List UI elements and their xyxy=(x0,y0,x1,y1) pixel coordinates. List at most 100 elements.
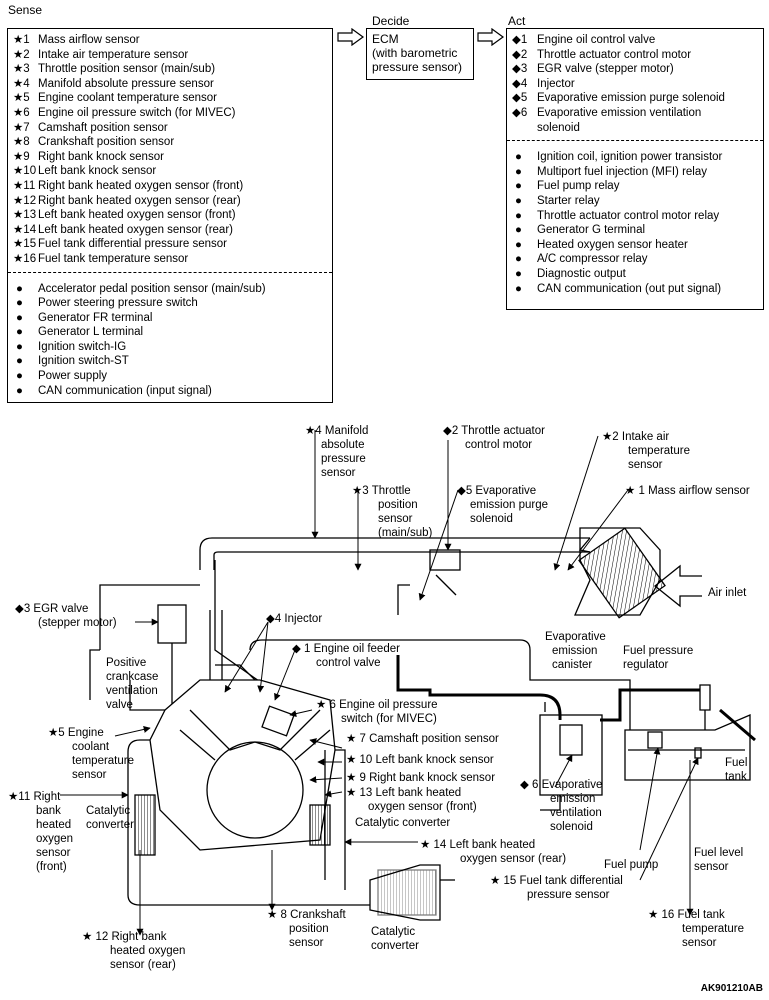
item-text: Right bank heated oxygen sensor (front) xyxy=(38,179,244,192)
item-text: Engine oil pressure switch (for MIVEC) xyxy=(38,106,236,119)
item-text: Accelerator pedal position sensor (main/… xyxy=(38,282,266,295)
item-marker: ● xyxy=(515,224,522,237)
label-fuel-pump: Fuel pump xyxy=(604,859,658,871)
item-marker: ● xyxy=(515,194,522,207)
act-output-list: ● Ignition coil, ignition power transisto… xyxy=(507,150,763,296)
list-item: ●Accelerator pedal position sensor (main… xyxy=(8,282,332,297)
list-item: ●Generator FR terminal xyxy=(8,311,332,326)
item-text: Fuel tank temperature sensor xyxy=(38,252,189,265)
list-item: ★5 Engine coolant temperature sensor xyxy=(8,91,332,106)
list-item: ● Multiport fuel injection (MFI) relay xyxy=(507,165,763,180)
sense-divider xyxy=(8,271,332,273)
decide-to-act-arrow xyxy=(477,28,505,46)
list-item: ★6 Engine oil pressure switch (for MIVEC) xyxy=(8,106,332,121)
sense-header: Sense xyxy=(8,3,43,17)
item-text: Power steering pressure switch xyxy=(38,297,198,310)
label-left-knock: ★ 10 Left bank knock sensor xyxy=(346,754,494,766)
item-marker: ★10 xyxy=(13,165,37,178)
list-item: ●Power supply xyxy=(8,369,332,384)
item-text: Evaporative emission ventilation xyxy=(537,106,702,119)
item-marker: ★15 xyxy=(13,238,37,251)
item-marker: ◆6 xyxy=(512,106,528,119)
item-marker: ● xyxy=(16,326,23,339)
item-marker: ★14 xyxy=(13,223,37,236)
item-text: Left bank heated oxygen sensor (rear) xyxy=(38,223,233,236)
item-text: Right bank knock sensor xyxy=(38,150,164,163)
item-text: Multiport fuel injection (MFI) relay xyxy=(537,165,707,178)
list-item: ●Power steering pressure switch xyxy=(8,296,332,311)
item-text: Ignition coil, ignition power transistor xyxy=(537,151,723,164)
list-item: ●CAN communication (input signal) xyxy=(8,384,332,399)
list-item: ◆5 Evaporative emission purge solenoid xyxy=(507,91,763,106)
item-marker: ◆2 xyxy=(512,48,528,61)
item-marker: ◆5 xyxy=(512,92,528,105)
item-text: Right bank heated oxygen sensor (rear) xyxy=(38,194,241,207)
list-item: ●Heated oxygen sensor heater xyxy=(507,238,763,253)
item-marker: ★11 xyxy=(13,179,36,192)
item-text: Intake air temperature sensor xyxy=(38,48,189,61)
act-header: Act xyxy=(508,14,526,28)
item-marker: ★3 xyxy=(13,63,30,76)
decide-header: Decide xyxy=(372,14,410,28)
item-marker: ● xyxy=(515,282,522,295)
label-mass-airflow: ★ 1 Mass airflow sensor xyxy=(625,485,750,497)
item-marker: ● xyxy=(515,267,522,280)
ecm-title: ECM xyxy=(372,32,399,46)
list-item: ◆2 Throttle actuator control motor xyxy=(507,48,763,63)
item-marker: ★5 xyxy=(13,92,30,105)
item-text: EGR valve (stepper motor) xyxy=(537,63,674,76)
item-marker: ● xyxy=(515,238,522,251)
item-marker: ● xyxy=(515,165,522,178)
list-item: ●Generator L terminal xyxy=(8,325,332,340)
ecm-line3: pressure sensor) xyxy=(372,60,463,74)
item-text: Evaporative emission purge solenoid xyxy=(537,92,725,105)
item-text: Engine coolant temperature sensor xyxy=(38,92,217,105)
item-marker: ★6 xyxy=(13,106,30,119)
item-marker: ★1 xyxy=(13,34,30,46)
item-text: Starter relay xyxy=(537,194,600,207)
item-text: Camshaft position sensor xyxy=(38,121,168,134)
item-marker: ★4 xyxy=(13,77,30,90)
act-divider xyxy=(507,140,763,142)
item-text: CAN communication (out put signal) xyxy=(537,282,722,295)
list-item: ●Ignition coil, ignition power transisto… xyxy=(507,150,763,165)
list-item: ●A/C compressor relay xyxy=(507,252,763,267)
item-marker: ★12 xyxy=(13,194,37,207)
figure-code: AK901210AB xyxy=(700,983,763,994)
sense-input-list: ● Accelerator pedal position sensor (main… xyxy=(8,282,332,399)
item-text: Throttle actuator control motor xyxy=(537,48,692,61)
item-text: A/C compressor relay xyxy=(537,253,648,266)
item-marker: ★13 xyxy=(13,209,37,222)
list-item: ●Generator G terminal xyxy=(507,223,763,238)
item-text: Fuel pump relay xyxy=(537,180,620,193)
item-marker: ● xyxy=(16,384,23,397)
item-text: Mass airflow sensor xyxy=(38,34,140,46)
